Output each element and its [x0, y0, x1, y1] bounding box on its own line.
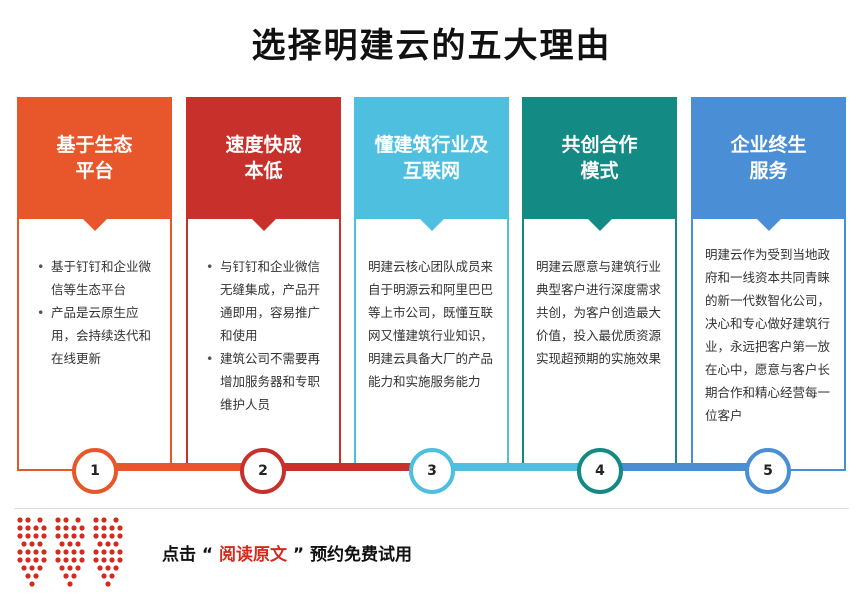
step-circle-5: 5 — [745, 448, 791, 494]
footer-divider — [14, 508, 849, 509]
reason-text: 明建云愿意与建筑行业典型客户进行深度需求共创，为客户创造最大价值，投入最优质资源… — [536, 259, 662, 366]
pointer-arrow-icon — [756, 219, 781, 231]
timeline-segment — [263, 463, 431, 471]
step-circle-2: 2 — [240, 448, 286, 494]
reason-body-5: 明建云作为受到当地政府和一线资本共同青睐的新一代数智化公司，决心和专心做好建筑行… — [691, 219, 846, 471]
reason-body-2: 与钉钉和企业微信无缝集成，产品开通即用，容易推广和使用 建筑公司不需要再增加服务… — [186, 219, 341, 471]
reason-heading-2: 速度快成本低 — [225, 134, 302, 182]
reason-heading-4: 共创合作模式 — [561, 134, 638, 182]
reason-bullet: 建筑公司不需要再增加服务器和专职维护人员 — [206, 347, 327, 416]
reason-card-5: 企业终生服务 明建云作为受到当地政府和一线资本共同青睐的新一代数智化公司，决心和… — [691, 97, 846, 471]
reason-bullet: 基于钉钉和企业微信等生态平台 — [37, 255, 158, 301]
reason-text: 明建云核心团队成员来自于明源云和阿里巴巴等上市公司，既懂互联网又懂建筑行业知识，… — [368, 259, 494, 389]
brand-logo-icon — [17, 517, 123, 587]
pointer-arrow-icon — [251, 219, 276, 231]
reason-card-4: 共创合作模式 明建云愿意与建筑行业典型客户进行深度需求共创，为客户创造最大价值，… — [522, 97, 677, 471]
reason-header-1: 基于生态平台 — [17, 97, 172, 231]
pointer-arrow-icon — [587, 219, 612, 231]
read-original-link[interactable]: 阅读原文 — [219, 545, 288, 565]
reason-heading-1: 基于生态平台 — [56, 134, 133, 182]
reason-bullet: 产品是云原生应用，会持续迭代和在线更新 — [37, 301, 158, 370]
reason-header-2: 速度快成本低 — [186, 97, 341, 231]
timeline-bar — [95, 463, 765, 471]
reason-header-4: 共创合作模式 — [522, 97, 677, 231]
reason-header-5: 企业终生服务 — [691, 97, 846, 231]
reason-body-1: 基于钉钉和企业微信等生态平台 产品是云原生应用，会持续迭代和在线更新 — [17, 219, 172, 471]
timeline-segment — [599, 463, 765, 471]
reason-bullet: 与钉钉和企业微信无缝集成，产品开通即用，容易推广和使用 — [206, 255, 327, 347]
page-title: 选择明建云的五大理由 — [251, 26, 612, 66]
reason-card-2: 速度快成本低 与钉钉和企业微信无缝集成，产品开通即用，容易推广和使用 建筑公司不… — [186, 97, 341, 471]
reason-card-1: 基于生态平台 基于钉钉和企业微信等生态平台 产品是云原生应用，会持续迭代和在线更… — [17, 97, 172, 471]
reason-heading-3: 懂建筑行业及互联网 — [374, 134, 489, 182]
pointer-arrow-icon — [82, 219, 107, 231]
reason-header-3: 懂建筑行业及互联网 — [354, 97, 509, 231]
call-to-action: 点击 “ 阅读原文 ” 预约免费试用 — [162, 540, 412, 565]
reason-text: 明建云作为受到当地政府和一线资本共同青睐的新一代数智化公司，决心和专心做好建筑行… — [705, 247, 831, 423]
reason-body-3: 明建云核心团队成员来自于明源云和阿里巴巴等上市公司，既懂互联网又懂建筑行业知识，… — [354, 219, 509, 471]
reason-heading-5: 企业终生服务 — [730, 134, 807, 182]
step-circle-3: 3 — [409, 448, 455, 494]
cta-prefix: 点击 “ — [162, 545, 220, 565]
reason-card-3: 懂建筑行业及互联网 明建云核心团队成员来自于明源云和阿里巴巴等上市公司，既懂互联… — [354, 97, 509, 471]
reason-body-4: 明建云愿意与建筑行业典型客户进行深度需求共创，为客户创造最大价值，投入最优质资源… — [522, 219, 677, 471]
step-circle-1: 1 — [72, 448, 118, 494]
timeline-segment — [431, 463, 599, 471]
timeline-segment — [95, 463, 263, 471]
pointer-arrow-icon — [419, 219, 444, 231]
step-circle-4: 4 — [577, 448, 623, 494]
cta-suffix: ” 预约免费试用 — [287, 545, 413, 565]
